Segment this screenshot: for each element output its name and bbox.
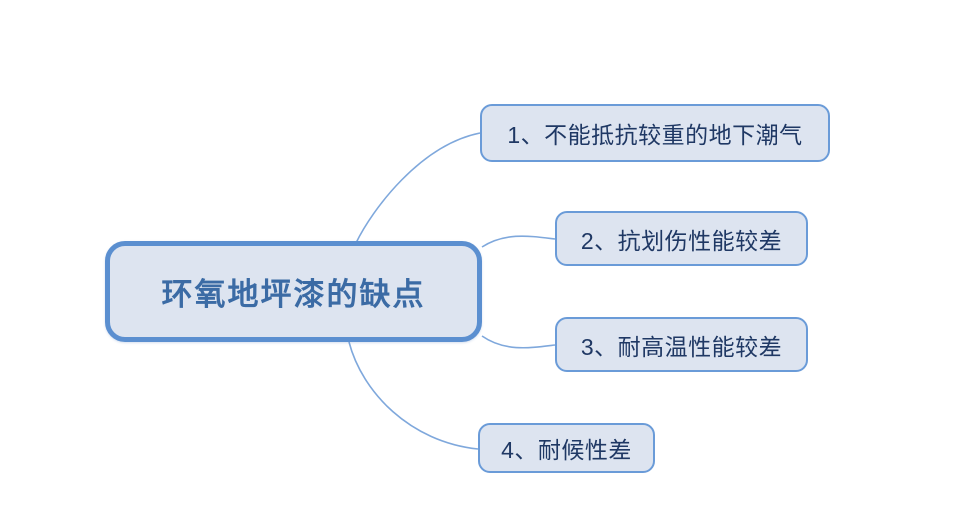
mindmap-branch-label-2: 2、抗划伤性能较差 bbox=[580, 227, 783, 254]
mindmap-branch-label-4: 4、耐候性差 bbox=[501, 437, 632, 463]
connector-root-to-branch-2 bbox=[481, 235, 556, 248]
mindmap-branch-node-3[interactable]: 3、耐高温性能较差 bbox=[555, 317, 808, 372]
mindmap-root-node[interactable]: 环氧地坪漆的缺点 bbox=[105, 241, 482, 342]
mindmap-branch-node-1[interactable]: 1、不能抵抗较重的地下潮气 bbox=[480, 104, 830, 162]
mindmap-branch-node-2[interactable]: 2、抗划伤性能较差 bbox=[555, 211, 808, 266]
connector-root-to-branch-3 bbox=[481, 335, 556, 349]
connector-root-to-branch-1 bbox=[355, 132, 481, 244]
connector-root-to-branch-4 bbox=[348, 341, 479, 450]
mindmap-branch-label-3: 3、耐高温性能较差 bbox=[580, 333, 783, 360]
mindmap-branch-node-4[interactable]: 4、耐候性差 bbox=[478, 423, 655, 473]
mindmap-branch-label-1: 1、不能抵抗较重的地下潮气 bbox=[507, 122, 803, 148]
mindmap-root-label: 环氧地坪漆的缺点 bbox=[161, 277, 426, 312]
